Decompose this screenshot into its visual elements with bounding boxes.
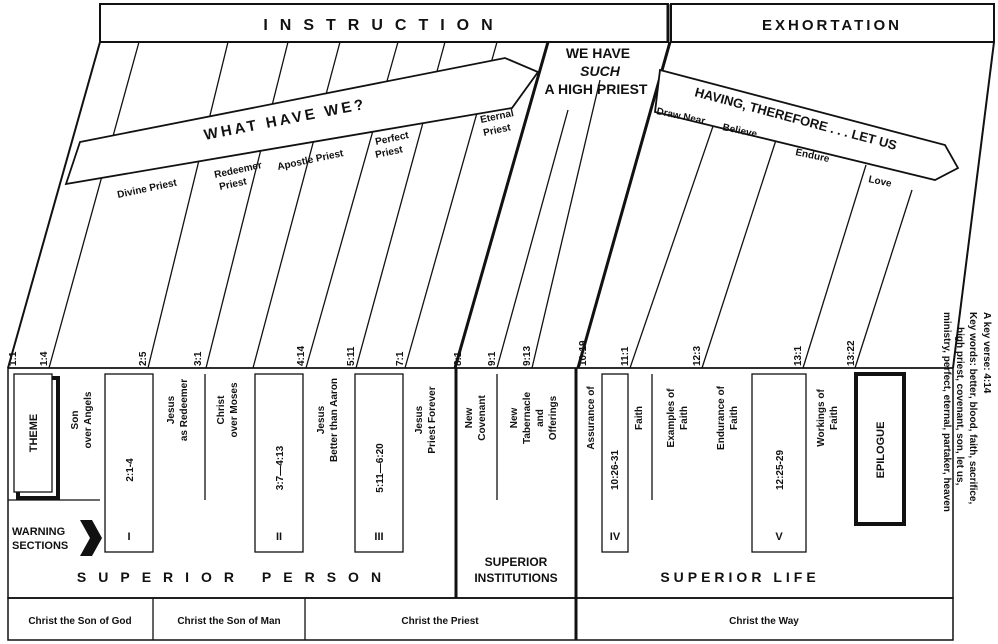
love: Love — [867, 174, 893, 190]
theme-label: THEME — [28, 414, 40, 453]
svg-text:9:1: 9:1 — [487, 351, 498, 366]
svg-text:Jesus: Jesus — [316, 405, 327, 434]
svg-text:12:25-29: 12:25-29 — [775, 450, 786, 490]
svg-text:New: New — [464, 407, 475, 428]
svg-text:1:4: 1:4 — [39, 351, 50, 366]
svg-text:1:1: 1:1 — [8, 351, 19, 366]
svg-text:New: New — [509, 407, 520, 428]
svg-text:Workings of: Workings of — [816, 389, 827, 447]
svg-text:Better than Aaron: Better than Aaron — [329, 378, 340, 462]
svg-text:IV: IV — [610, 531, 621, 543]
perfect-priest-1: Perfect — [374, 130, 410, 148]
epilogue-label: EPILOGUE — [875, 422, 887, 479]
superior-institutions-2: INSTITUTIONS — [474, 571, 557, 585]
svg-text:and: and — [535, 409, 546, 427]
svg-text:SECTIONS: SECTIONS — [12, 540, 68, 552]
svg-text:Jesus: Jesus — [166, 395, 177, 424]
svg-text:II: II — [276, 531, 282, 543]
svg-text:10:19: 10:19 — [578, 340, 589, 366]
svg-text:11:1: 11:1 — [620, 346, 631, 366]
we-have-3: A HIGH PRIEST — [545, 81, 648, 97]
superior-person: SUPERIOR PERSON — [77, 569, 393, 585]
exhortation-header: EXHORTATION — [762, 17, 902, 34]
svg-text:over Moses: over Moses — [229, 382, 240, 437]
divine-priest: Divine Priest — [116, 177, 178, 200]
svg-text:9:13: 9:13 — [522, 346, 533, 366]
svg-text:V: V — [775, 531, 783, 543]
exhortation-header-box — [670, 3, 995, 43]
key-words-2: high priest, covenant, son, let us, — [954, 327, 965, 486]
we-have-2: SUCH — [580, 63, 621, 79]
svg-text:Son: Son — [70, 411, 81, 430]
svg-text:Faith: Faith — [679, 406, 690, 430]
instruction-header: INSTRUCTION — [263, 17, 504, 34]
warning-label: WARNING — [12, 526, 65, 538]
having-therefore-arrow — [654, 68, 960, 181]
svg-text:3:7—4:13: 3:7—4:13 — [275, 445, 286, 490]
svg-text:Priest Forever: Priest Forever — [427, 386, 438, 453]
svg-text:5:11: 5:11 — [346, 346, 357, 366]
svg-text:2:1-4: 2:1-4 — [125, 458, 136, 482]
svg-text:8:1: 8:1 — [453, 351, 464, 366]
svg-text:Examples of: Examples of — [666, 388, 677, 448]
what-have-we-arrow — [64, 57, 540, 186]
svg-text:13:22: 13:22 — [846, 340, 857, 366]
we-have-1: WE HAVE — [566, 45, 630, 61]
svg-text:Faith: Faith — [729, 406, 740, 430]
svg-text:12:3: 12:3 — [692, 346, 703, 366]
footer-way: Christ the Way — [729, 616, 799, 627]
reference-numbers: 1:1 1:4 2:5 3:1 4:14 5:11 7:1 8:1 9:1 9:… — [8, 340, 857, 366]
svg-text:Endurance of: Endurance of — [716, 385, 727, 450]
svg-text:Christ: Christ — [216, 395, 227, 425]
svg-text:4:14: 4:14 — [296, 346, 307, 366]
svg-text:Offerings: Offerings — [548, 395, 559, 440]
svg-text:Faith: Faith — [829, 406, 840, 430]
svg-text:7:1: 7:1 — [395, 351, 406, 366]
key-verse: A key verse: 4:14 — [981, 312, 992, 394]
key-words-3: ministry, perfect, eternal, partaker, he… — [941, 312, 952, 512]
svg-text:Covenant: Covenant — [477, 395, 488, 441]
svg-text:Tabernacle: Tabernacle — [522, 392, 533, 444]
svg-text:as Redeemer: as Redeemer — [179, 379, 190, 441]
svg-text:over Angels: over Angels — [83, 391, 94, 448]
superior-life: SUPERIOR LIFE — [660, 569, 819, 585]
svg-text:13:1: 13:1 — [793, 346, 804, 366]
svg-text:Faith: Faith — [634, 406, 645, 430]
svg-text:5:11—6:20: 5:11—6:20 — [375, 443, 386, 493]
svg-text:Jesus: Jesus — [414, 405, 425, 434]
svg-text:2:5: 2:5 — [138, 351, 149, 366]
svg-text:Assurance of: Assurance of — [586, 386, 597, 450]
svg-text:3:1: 3:1 — [193, 351, 204, 366]
footer-son-of-man: Christ the Son of Man — [177, 616, 280, 627]
svg-text:III: III — [374, 531, 383, 543]
key-words-1: Key words: better, blood, faith, sacrifi… — [967, 312, 978, 504]
svg-text:I: I — [127, 531, 130, 543]
footer-son-of-god: Christ the Son of God — [28, 616, 131, 627]
svg-text:10:26-31: 10:26-31 — [610, 450, 621, 490]
superior-institutions-1: SUPERIOR — [485, 555, 548, 569]
warning-chevron-icon — [80, 520, 102, 556]
footer-priest: Christ the Priest — [401, 616, 479, 627]
